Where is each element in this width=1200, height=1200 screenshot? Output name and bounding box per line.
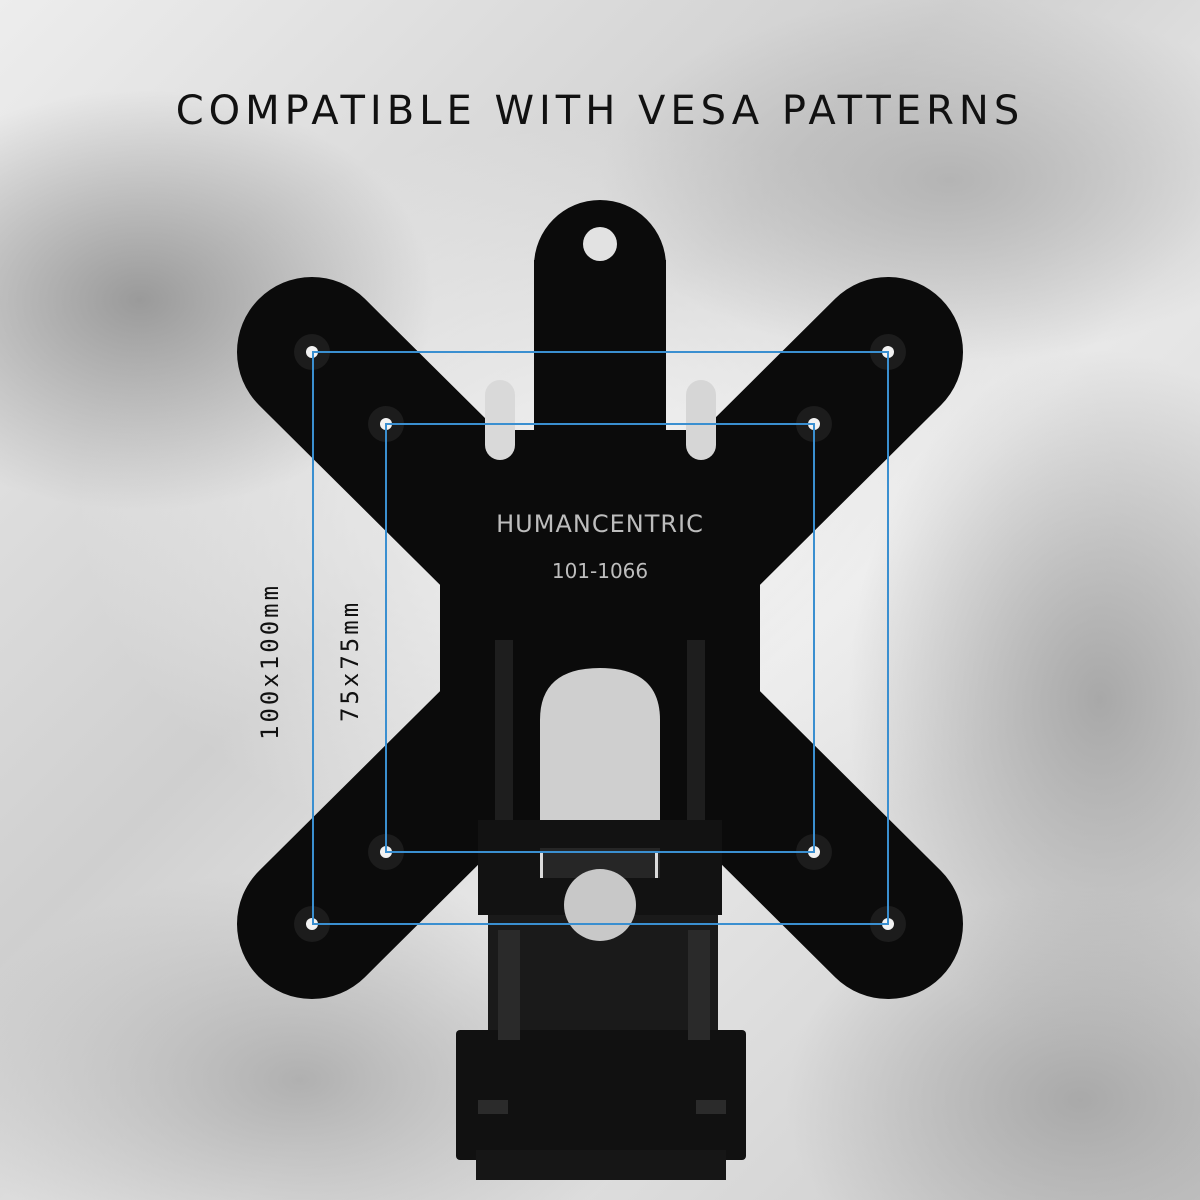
vesa-100-outline [312, 351, 889, 925]
vesa-75-outline [385, 423, 815, 853]
hanging-hole [583, 227, 617, 261]
brand-label: HUMANCENTRIC [496, 510, 704, 538]
mount-bracket [456, 900, 746, 1180]
pattern-label-100: 100x100mm [256, 582, 284, 740]
hinge-block [478, 820, 722, 941]
notches [485, 380, 716, 460]
pattern-label-75: 75x75mm [336, 599, 364, 722]
model-number: 101-1066 [552, 559, 648, 583]
headline: COMPATIBLE WITH VESA PATTERNS [175, 88, 1025, 134]
